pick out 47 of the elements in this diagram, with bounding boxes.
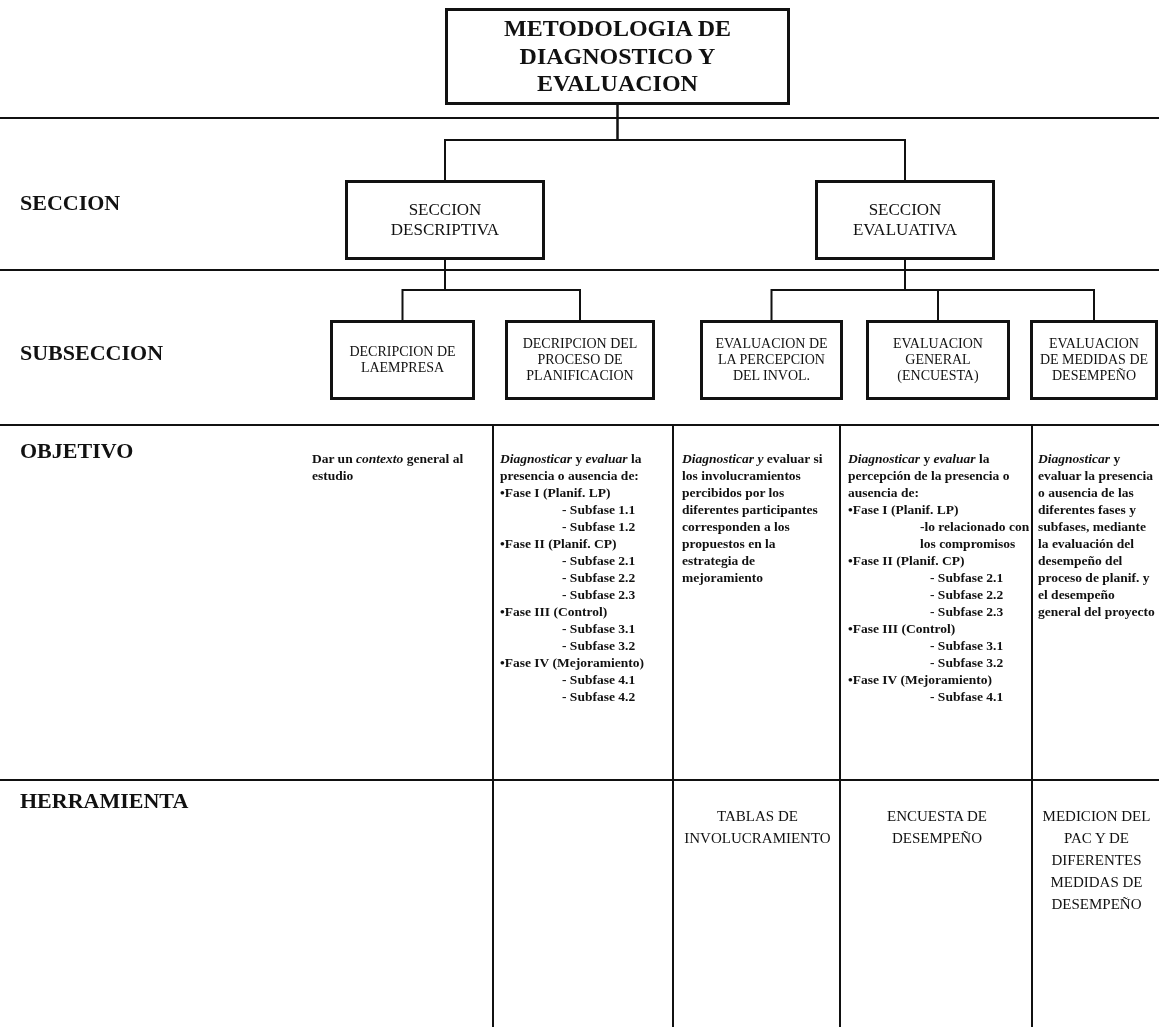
connector-line xyxy=(616,104,906,181)
subphase-item: - Subfase 1.1 xyxy=(562,501,636,518)
connector-line xyxy=(904,259,1095,321)
subphase-item: - Subfase 2.1 xyxy=(562,552,636,569)
subphase-item: - Subfase 3.1 xyxy=(930,637,1004,654)
phase-item: •Fase IV (Mejoramiento) xyxy=(500,654,644,671)
subphase-item: - Subfase 3.1 xyxy=(562,620,636,637)
objective-text: Diagnosticar y evaluar la presencia o ausencia de: xyxy=(500,450,643,484)
phase-item: •Fase I (Planif. LP) xyxy=(500,484,611,501)
objective-text: Diagnosticar y evaluar la presencia o ausencia de las diferentes fases y subfases, mediante la evaluación del desempeño del proceso de planif. y el desempeño general del proyecto xyxy=(1038,450,1156,620)
objective-text: Diagnosticar y evaluar la percepción de la presencia o ausencia de: xyxy=(848,450,1011,501)
phase-item: •Fase IV (Mejoramiento) xyxy=(848,671,992,688)
subphase-item: - Subfase 2.3 xyxy=(930,603,1004,620)
title-box: METODOLOGIA DE DIAGNOSTICO Y EVALUACION xyxy=(445,8,790,105)
objective-text: Diagnosticar y evaluar si los involucramientos percibidos por los diferentes participantes corresponden a los propuestos en la estrategia de mejoramiento xyxy=(682,450,824,586)
subphase-item: - Subfase 4.1 xyxy=(562,671,636,688)
tool-text: MEDICION DEL PAC Y DE DIFERENTES MEDIDAS DE DESEMPEÑO xyxy=(1041,807,1152,914)
phase-item: •Fase III (Control) xyxy=(848,620,956,637)
subphase-item: - Subfase 2.3 xyxy=(562,586,636,603)
row-heading: SECCION xyxy=(20,190,121,216)
subphase-item: - Subfase 3.2 xyxy=(930,654,1004,671)
connector-line xyxy=(444,259,581,321)
subsection-box: DECRIPCION DEL PROCESO DE PLANIFICACION xyxy=(505,320,655,400)
subsection-box: DECRIPCION DE LAEMPRESA xyxy=(330,320,475,400)
section-box: SECCION DESCRIPTIVA xyxy=(345,180,545,260)
section-box: SECCION EVALUATIVA xyxy=(815,180,995,260)
row-heading: OBJETIVO xyxy=(20,438,134,464)
subsection-box: EVALUACION DE LA PERCEPCION DEL INVOL. xyxy=(700,320,843,400)
subphase-item: - Subfase 2.1 xyxy=(930,569,1004,586)
row-heading: SUBSECCION xyxy=(20,340,164,366)
subphase-item: -lo relacionado con los compromisos xyxy=(920,518,1030,552)
objective-text: Dar un contexto general al estudio xyxy=(312,450,465,484)
phase-item: •Fase I (Planif. LP) xyxy=(848,501,959,518)
subphase-item: - Subfase 2.2 xyxy=(562,569,636,586)
tool-text: TABLAS DE INVOLUCRAMIENTO xyxy=(683,807,832,848)
subsection-box: EVALUACION DE MEDIDAS DE DESEMPEÑO xyxy=(1030,320,1158,400)
row-heading: HERRAMIENTA xyxy=(20,788,189,814)
subphase-item: - Subfase 1.2 xyxy=(562,518,636,535)
tool-text: ENCUESTA DE DESEMPEÑO xyxy=(885,807,989,848)
subphase-item: - Subfase 4.1 xyxy=(930,688,1004,705)
phase-item: •Fase III (Control) xyxy=(500,603,608,620)
subphase-item: - Subfase 4.2 xyxy=(562,688,636,705)
subphase-item: - Subfase 3.2 xyxy=(562,637,636,654)
subphase-item: - Subfase 2.2 xyxy=(930,586,1004,603)
subsection-box: EVALUACION GENERAL (ENCUESTA) xyxy=(866,320,1010,400)
phase-item: •Fase II (Planif. CP) xyxy=(500,535,617,552)
phase-item: •Fase II (Planif. CP) xyxy=(848,552,965,569)
